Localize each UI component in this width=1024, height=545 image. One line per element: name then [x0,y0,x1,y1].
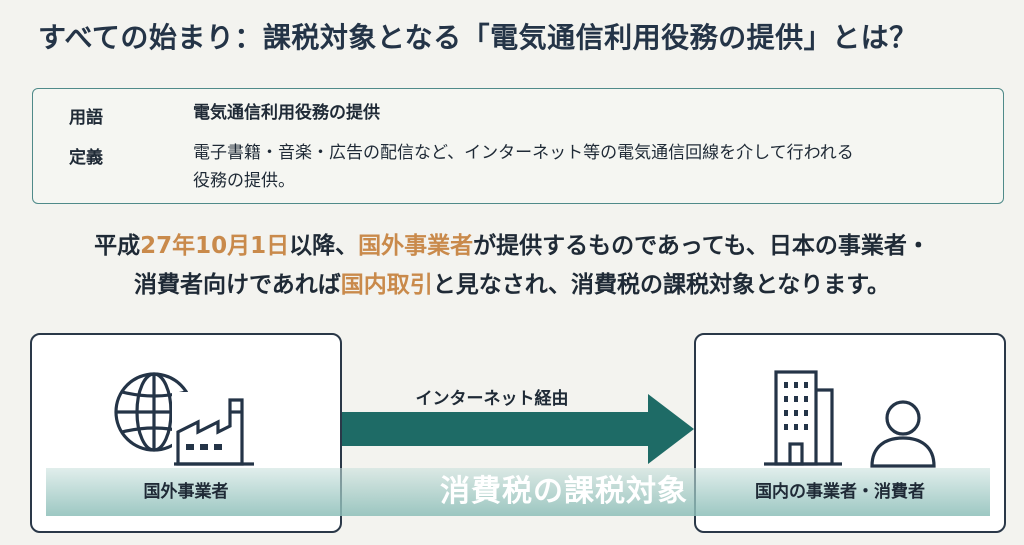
statement-text: と見なされ、消費税の課税対象となります。 [432,272,891,298]
office-building-icon [764,370,842,466]
highlight-date: 27年10月1日 [140,233,290,259]
foreign-business-label: 国外事業者 [143,482,229,502]
arrow-icon [342,394,694,464]
term-label: 用語 [69,108,103,128]
term-value: 電気通信利用役務の提供 [193,103,380,123]
page-title: すべての始まり：課税対象となる「電気通信利用役務の提供」とは？ [38,21,918,54]
domestic-consumer-label: 国内の事業者・消費者 [755,482,925,502]
statement-text: 以降、 [289,233,359,259]
factory-icon [172,392,264,466]
arrow-label: インターネット経由 [415,389,569,409]
statement-text: 消費者向けであれば [133,272,341,298]
tax-scope-band: 消費税の課税対象 [46,468,990,516]
statement-text: 平成 [94,233,141,259]
definition-line-2: 役務の提供。 [193,171,295,191]
highlight-domestic-transaction: 国内取引 [340,272,433,298]
definition-label: 定義 [69,148,103,168]
highlight-foreign-business: 国外事業者 [358,233,474,259]
statement-line-2: 消費者向けであれば国内取引と見なされ、消費税の課税対象となります。 [0,265,1024,305]
definition-box: 用語 電気通信利用役務の提供 定義 電子書籍・音楽・広告の配信など、インターネッ… [32,88,1004,204]
definition-text: 電子書籍・音楽・広告の配信など、インターネット等の電気通信回線を介して行われる役… [193,139,993,195]
statement-line-1: 平成27年10月1日以降、国外事業者が提供するものであっても、日本の事業者・ [0,226,1024,266]
tax-scope-label: 消費税の課税対象 [440,474,688,509]
statement-text: が提供するものであっても、日本の事業者・ [473,233,930,259]
definition-line-1: 電子書籍・音楽・広告の配信など、インターネット等の電気通信回線を介して行われる [193,143,854,163]
person-icon [870,400,936,468]
